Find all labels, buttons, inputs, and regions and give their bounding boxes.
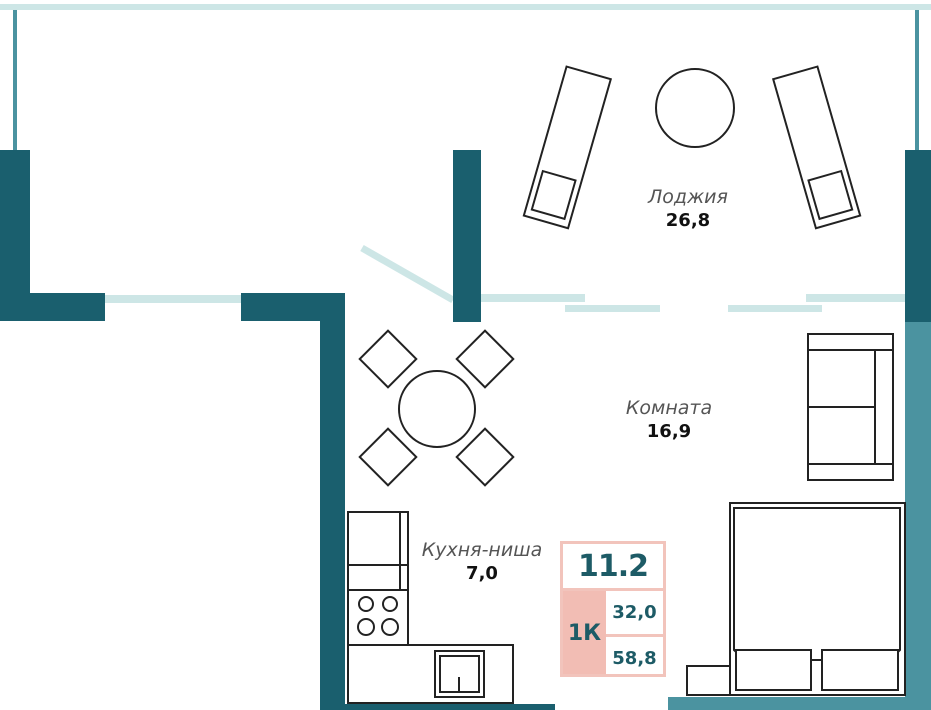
- apartment-info-badge: 11.2 1К 32,0 58,8: [560, 541, 666, 677]
- loggia-table: [655, 68, 735, 148]
- apartment-number: 11.2: [563, 544, 663, 591]
- bed: [686, 502, 906, 696]
- railings: [13, 10, 919, 150]
- furniture: [347, 65, 906, 704]
- sofa: [807, 333, 894, 481]
- kitchen: [347, 511, 514, 704]
- windows: [0, 4, 931, 312]
- lounger-left: [522, 65, 613, 230]
- dining-table: [398, 370, 476, 448]
- room-name: Комната: [625, 397, 713, 419]
- chair: [455, 427, 515, 487]
- walls: [0, 150, 931, 710]
- total-area: 58,8: [612, 648, 657, 669]
- walls-light: [345, 322, 931, 710]
- room-area: 16,9: [646, 421, 692, 442]
- chair: [455, 329, 515, 389]
- chair: [358, 329, 418, 389]
- room-label-loggia: Лоджия 26,8: [628, 186, 748, 231]
- room-name: Лоджия: [648, 186, 728, 208]
- room-area: 7,0: [466, 563, 498, 584]
- apartment-type: 1К: [563, 591, 606, 674]
- chair: [358, 427, 418, 487]
- lounger-right: [771, 65, 862, 230]
- room-name: Кухня-ниша: [421, 539, 543, 561]
- room-area: 26,8: [665, 210, 711, 231]
- room-label-kitchen: Кухня-ниша 7,0: [412, 539, 552, 584]
- living-area: 32,0: [606, 591, 663, 637]
- room-label-room: Комната 16,9: [604, 397, 734, 442]
